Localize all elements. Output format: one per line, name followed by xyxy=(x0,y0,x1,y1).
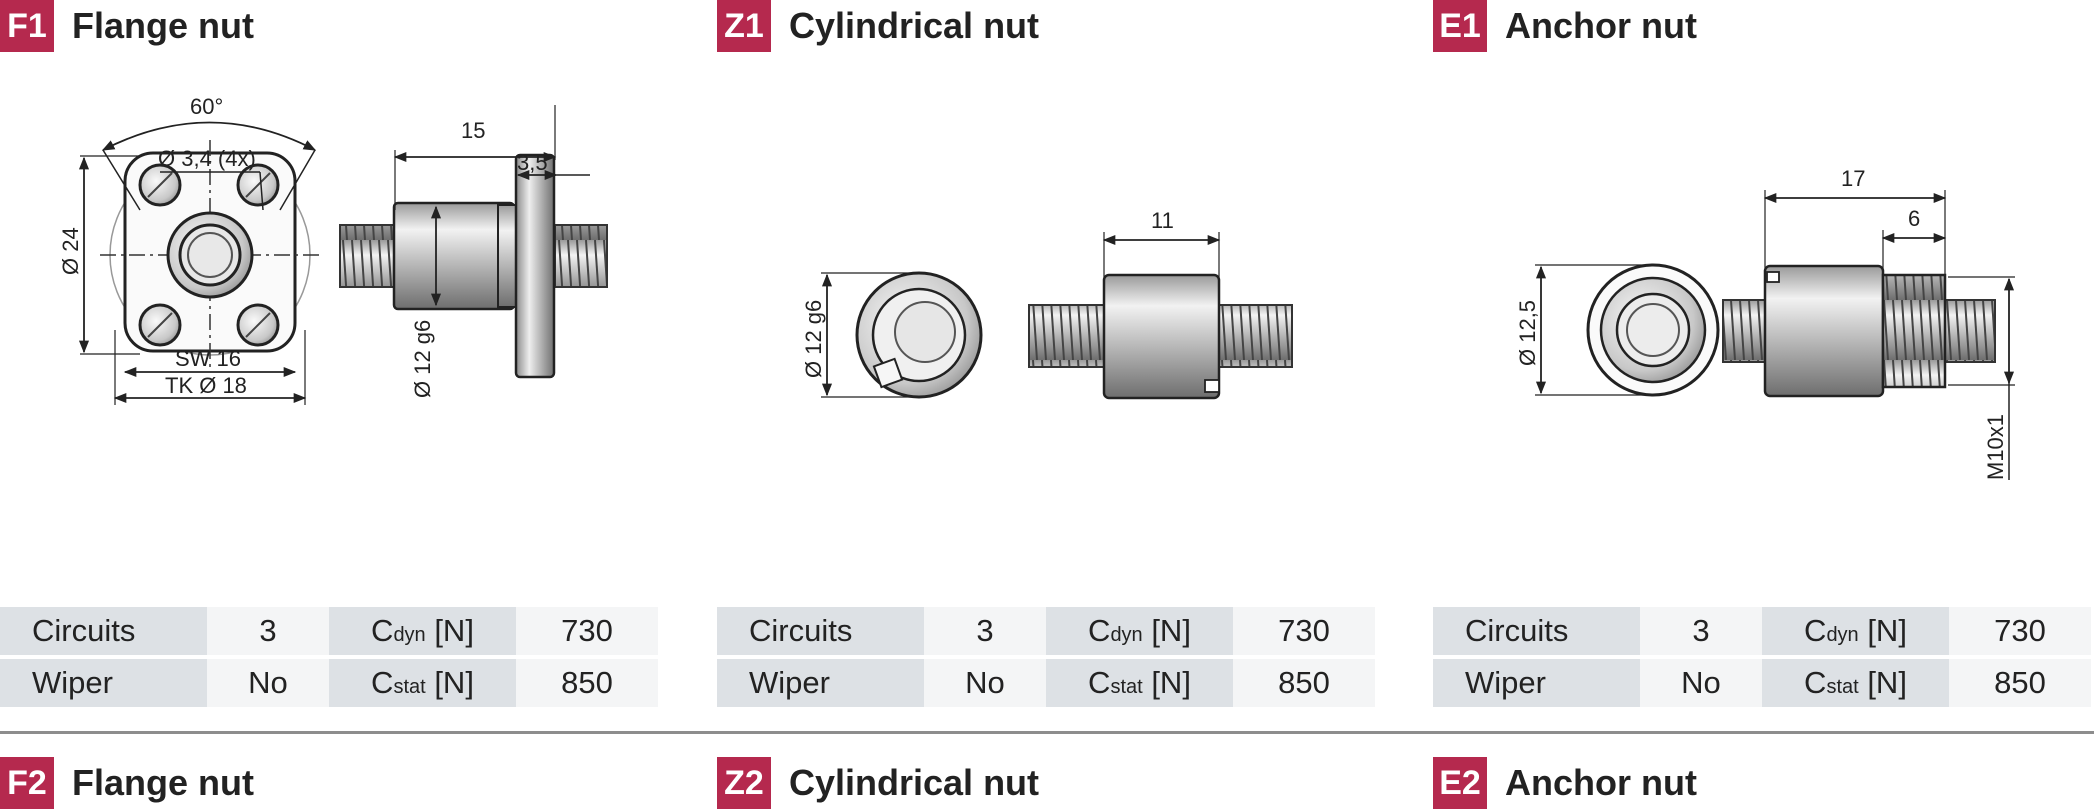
panel-code-badge: Z1 xyxy=(717,0,771,52)
panel-header: F2 Flange nut xyxy=(0,757,254,809)
panel-title: Flange nut xyxy=(72,5,254,46)
spec-param: Cdyn [N] xyxy=(1046,607,1233,655)
spec-label: Circuits xyxy=(717,607,924,655)
spec-param: Cdyn [N] xyxy=(329,607,516,655)
front-view: 60° Ø 3,4 (4x) Ø 24 SW 16 TK Ø 18 xyxy=(58,94,320,405)
cylindrical-nut-drawing: Ø 12 g6 11 xyxy=(801,208,1293,400)
panel-header: F1 Flange nut xyxy=(0,0,254,52)
dim-tk: TK Ø 18 xyxy=(165,373,247,398)
spec-param: Cstat [N] xyxy=(1046,659,1233,707)
param-subscript: stat xyxy=(1826,676,1859,698)
spec-value: 3 xyxy=(1640,607,1762,655)
front-view: Ø 12,5 xyxy=(1515,263,1720,397)
panel-header: Z2 Cylindrical nut xyxy=(717,757,1039,809)
spec-value: No xyxy=(1640,659,1762,707)
dim-thread-length: 6 xyxy=(1908,206,1920,231)
spec-value: No xyxy=(924,659,1046,707)
panel-title: Cylindrical nut xyxy=(789,762,1040,803)
panel-header: Z1 Cylindrical nut xyxy=(717,0,1039,52)
table-row: Wiper No Cstat [N] 850 xyxy=(0,659,658,707)
dim-diameter: Ø 12 g6 xyxy=(801,300,826,378)
table-row: Circuits 3 Cdyn [N] 730 xyxy=(0,607,658,655)
table-row: Circuits 3 Cdyn [N] 730 xyxy=(1433,607,2091,655)
side-view: 17 6 M10x1 xyxy=(1722,166,2015,480)
dim-length: 11 xyxy=(1151,208,1174,233)
spec-value: 3 xyxy=(207,607,329,655)
panel-header: E2 Anchor nut xyxy=(1433,757,1697,809)
dim-sw: SW 16 xyxy=(175,346,241,371)
param-symbol: C xyxy=(1804,665,1827,700)
spec-label: Circuits xyxy=(1433,607,1640,655)
section-divider xyxy=(0,731,2094,734)
panel-code-badge: F1 xyxy=(0,0,54,52)
spec-param-value: 850 xyxy=(1949,659,2091,707)
panel-cylindrical-nut: Z1 Cylindrical nut Ø 12 g6 11 Circuits xyxy=(717,0,1377,720)
spec-value: No xyxy=(207,659,329,707)
dim-thread: M10x1 xyxy=(1983,414,2008,480)
specs-table: Circuits 3 Cdyn [N] 730 Wiper No Cstat [… xyxy=(0,603,658,711)
panel-code-badge: E1 xyxy=(1433,0,1487,52)
param-subscript: stat xyxy=(1110,676,1143,698)
param-symbol: C xyxy=(1804,613,1827,648)
spec-label: Wiper xyxy=(717,659,924,707)
param-subscript: dyn xyxy=(393,624,426,646)
panel-code-badge: E2 xyxy=(1433,757,1487,809)
param-symbol: C xyxy=(1088,665,1111,700)
table-row: Wiper No Cstat [N] 850 xyxy=(1433,659,2091,707)
param-subscript: dyn xyxy=(1826,624,1859,646)
param-subscript: dyn xyxy=(1110,624,1143,646)
param-symbol: C xyxy=(1088,613,1111,648)
param-unit: [N] xyxy=(1867,613,1907,648)
anchor-nut-drawing: Ø 12,5 17 6 M10x1 xyxy=(1515,166,2015,480)
dim-holes: Ø 3,4 (4x) xyxy=(158,146,256,171)
panel-title: Cylindrical nut xyxy=(789,5,1040,46)
param-unit: [N] xyxy=(434,665,474,700)
param-unit: [N] xyxy=(434,613,474,648)
specs-table: Circuits 3 Cdyn [N] 730 Wiper No Cstat [… xyxy=(717,603,1375,711)
spec-param-value: 730 xyxy=(516,607,658,655)
panel-title: Anchor nut xyxy=(1505,762,1697,803)
panel-title: Flange nut xyxy=(72,762,254,803)
param-symbol: C xyxy=(371,613,394,648)
spec-param-value: 730 xyxy=(1949,607,2091,655)
specs-table: Circuits 3 Cdyn [N] 730 Wiper No Cstat [… xyxy=(1433,603,2091,711)
spec-param: Cdyn [N] xyxy=(1762,607,1949,655)
spec-param: Cstat [N] xyxy=(329,659,516,707)
spec-param-value: 730 xyxy=(1233,607,1375,655)
param-subscript: stat xyxy=(393,676,426,698)
panel-header: E1 Anchor nut xyxy=(1433,0,1697,52)
panel-flange-nut: F1 Flange nut xyxy=(0,0,660,720)
panel-anchor-nut: E1 Anchor nut Ø 12,5 17 6 xyxy=(1433,0,2093,720)
spec-label: Wiper xyxy=(1433,659,1640,707)
spec-label: Circuits xyxy=(0,607,207,655)
spec-value: 3 xyxy=(924,607,1046,655)
param-unit: [N] xyxy=(1151,665,1191,700)
panel-code-badge: Z2 xyxy=(717,757,771,809)
dim-length: 15 xyxy=(461,118,485,143)
table-row: Wiper No Cstat [N] 850 xyxy=(717,659,1375,707)
param-unit: [N] xyxy=(1867,665,1907,700)
flange-nut-drawing: 60° Ø 3,4 (4x) Ø 24 SW 16 TK Ø 18 xyxy=(58,94,608,405)
side-view: 11 xyxy=(1028,208,1293,400)
front-view: Ø 12 g6 xyxy=(801,271,983,399)
panel-code-badge: F2 xyxy=(0,757,54,809)
spec-param-value: 850 xyxy=(1233,659,1375,707)
table-row: Circuits 3 Cdyn [N] 730 xyxy=(717,607,1375,655)
spec-param-value: 850 xyxy=(516,659,658,707)
dim-angle: 60° xyxy=(190,94,223,119)
param-symbol: C xyxy=(371,665,394,700)
spec-param: Cstat [N] xyxy=(1762,659,1949,707)
dim-diameter: Ø 24 xyxy=(58,227,83,275)
dim-bore: Ø 12 g6 xyxy=(410,320,435,398)
side-view: 15 3,5 Ø 12 g6 xyxy=(339,105,608,398)
dim-length: 17 xyxy=(1841,166,1865,191)
dim-flange: 3,5 xyxy=(517,150,548,175)
dim-diameter: Ø 12,5 xyxy=(1515,300,1540,366)
param-unit: [N] xyxy=(1151,613,1191,648)
panel-title: Anchor nut xyxy=(1505,5,1697,46)
spec-label: Wiper xyxy=(0,659,207,707)
